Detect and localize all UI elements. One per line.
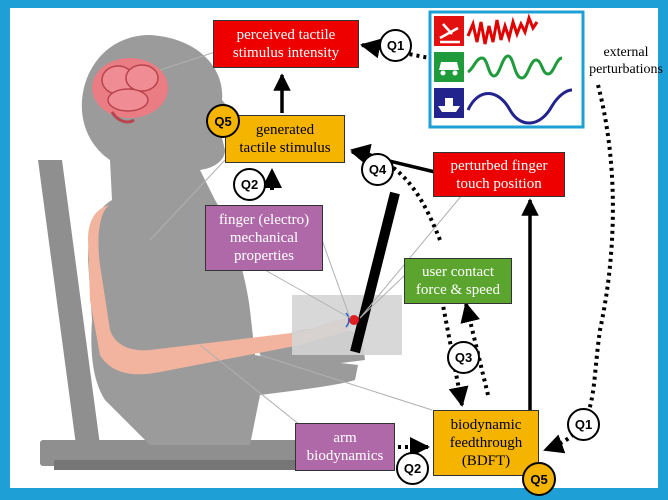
brain-icon [92, 58, 168, 124]
external-perturbation-legend [428, 10, 585, 129]
bdft-box: biodynamic feedthrough (BDFT) [433, 410, 539, 476]
finger-mechanical-properties-box: finger (electro) mechanical properties [205, 205, 323, 271]
ship-wave [466, 88, 573, 125]
perceived-tactile-stimulus-box: perceived tactile stimulus intensity [213, 20, 359, 68]
q4-marker: Q4 [361, 153, 394, 186]
q5-marker-bottom: Q5 [522, 462, 556, 496]
user-contact-force-speed-box: user contact force & speed [404, 258, 512, 304]
q2-marker-lower: Q2 [396, 452, 429, 485]
touch-screen [292, 191, 402, 355]
external-perturbations-label: external perturbations [589, 45, 663, 77]
perturbed-finger-touch-position-box: perturbed finger touch position [433, 152, 565, 197]
q1-marker-top: Q1 [379, 29, 412, 62]
generated-tactile-stimulus-box: generated tactile stimulus [225, 115, 345, 163]
q2-marker-upper: Q2 [233, 168, 266, 201]
airplane-wave [466, 13, 539, 45]
arm [88, 205, 355, 375]
arm-biodynamics-box: arm biodynamics [295, 423, 395, 471]
q1-marker-right: Q1 [567, 408, 600, 441]
connector-lines [149, 51, 463, 426]
q3-marker: Q3 [447, 341, 480, 374]
q5-marker-top: Q5 [206, 104, 240, 138]
car-wave [467, 54, 563, 80]
